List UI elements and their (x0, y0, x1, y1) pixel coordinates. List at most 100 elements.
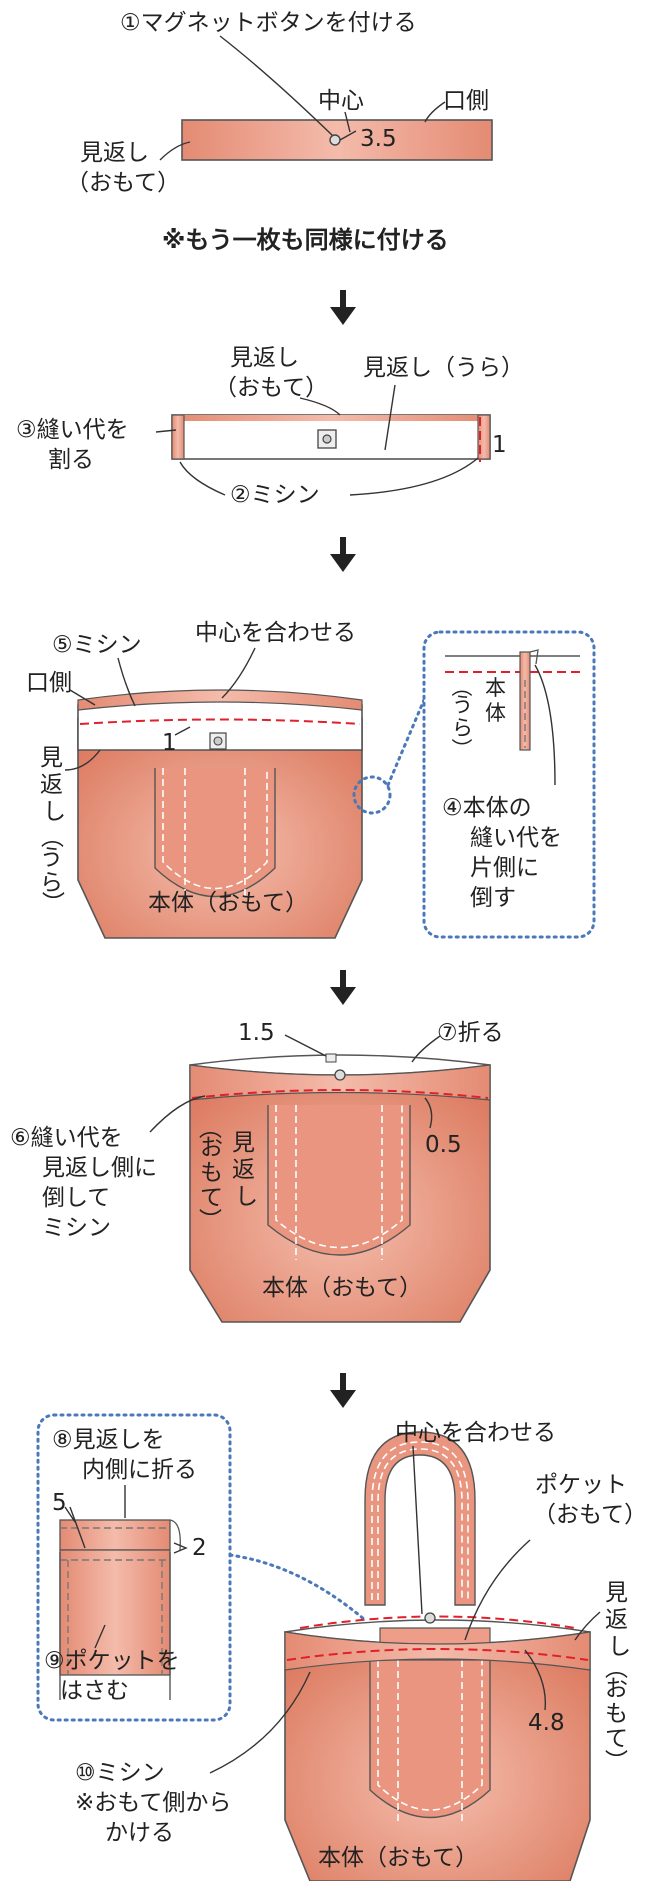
omote-vertical-label: （ お も て ） (196, 1116, 223, 1231)
center-label: 中心 (318, 88, 364, 114)
svg-text:も: も (605, 1701, 628, 1727)
handle-seam-outer (371, 1441, 469, 1600)
measure-0-5: 0.5 (425, 1132, 462, 1158)
svg-text:見: 見 (232, 1130, 255, 1156)
stitch-line (191, 1089, 489, 1099)
zoom-connector (228, 1553, 367, 1622)
fold-label: ⑦折る (437, 1020, 504, 1046)
pocket-label-2: はさむ (60, 1678, 129, 1704)
leader-facing (64, 749, 101, 771)
magnet-button-icon (334, 1069, 346, 1081)
facing-loop-edge (172, 415, 490, 421)
sew-label-2: ※おもて側から (75, 1790, 231, 1816)
leader-align (221, 647, 256, 699)
stitch-line (79, 718, 361, 725)
svg-text:う: う (452, 693, 473, 717)
measure-1-5: 1.5 (238, 1020, 275, 1046)
split-label-1: ③縫い代を (16, 417, 129, 443)
facing-front-label-1: 見返し (230, 345, 299, 371)
split-label-2: 割る (48, 447, 94, 473)
magnet-button-icon (322, 434, 332, 444)
leader-sew (209, 1671, 311, 1774)
svg-text:し: し (43, 799, 66, 825)
inset-measure-2: 2 (192, 1535, 207, 1561)
step3-group: ⑤ミシン 中心を合わせる 口側 1 見 返 し （ う ら ） 本体（おもて） … (26, 620, 596, 939)
step1-title: ①マグネットボタンを付ける (120, 10, 417, 36)
sew-label: ②ミシン (230, 482, 320, 508)
step4-note-line-1: ⑥縫い代を (10, 1125, 123, 1151)
inset-body-vertical-label: 本 体 (485, 676, 506, 725)
svg-text:）: ） (39, 891, 65, 914)
svg-text:（: （ (602, 1656, 628, 1679)
magnet-button-icon (213, 736, 223, 746)
inset-note-line-4: 倒す (470, 885, 516, 911)
step4-group: 1.5 ⑦折る 0.5 ⑥縫い代を 見返し側に 倒して ミシン 見 返 し （ … (10, 1020, 504, 1323)
leader-fold (411, 1035, 441, 1063)
svg-text:も: も (200, 1160, 223, 1186)
leader-mouth (69, 689, 96, 706)
align-label: 中心を合わせる (195, 620, 356, 646)
leader-facing (159, 141, 191, 161)
magnet-button-icon (329, 134, 341, 146)
svg-text:）: ） (602, 1749, 628, 1772)
leader-facing (574, 1611, 601, 1641)
stitch-line-upper (299, 1615, 576, 1629)
leader-center (344, 111, 351, 133)
handle-pocket (154, 768, 276, 898)
svg-text:）: ） (196, 1208, 222, 1231)
leader-pocket (94, 1624, 106, 1649)
leader-5 (64, 1506, 86, 1549)
measure-1: 1 (492, 432, 507, 458)
svg-text:見: 見 (605, 1580, 628, 1606)
inset-title-2: 内側に折る (82, 1457, 197, 1483)
svg-text:見: 見 (40, 745, 63, 771)
svg-text:）: ） (449, 738, 473, 759)
measure-1: 1 (162, 730, 177, 756)
down-arrow-icon (330, 537, 356, 572)
svg-text:お: お (605, 1676, 628, 1702)
body-label: 本体（おもて） (318, 1845, 478, 1871)
leader-step1-title (219, 35, 334, 137)
svg-text:返: 返 (40, 772, 63, 798)
leader-note (149, 1095, 206, 1133)
down-arrow-icon (330, 970, 356, 1005)
step4-note-line-3: 倒して (42, 1185, 110, 1211)
handle-pocket (369, 1660, 491, 1819)
inset-folded-facing (59, 1519, 171, 1551)
leader-measure-side (424, 1097, 433, 1129)
inset-seam-allowance (519, 651, 531, 751)
copy-note: ※もう一枚も同様に付ける (162, 226, 449, 254)
svg-text:返: 返 (605, 1607, 628, 1633)
leader-inset (534, 664, 556, 786)
facing-label-1: 見返し (80, 140, 149, 166)
facing-vertical-label: 見 返 し (232, 1130, 258, 1210)
pocket-seam (162, 768, 268, 890)
leader-align (412, 1445, 423, 1615)
svg-text:体: 体 (485, 701, 506, 725)
measure-2-bracket (173, 1542, 188, 1554)
leader-measure (524, 1649, 547, 1711)
pocket-seam (275, 1105, 403, 1249)
step4-note-line-4: ミシン (42, 1215, 111, 1241)
svg-text:ら: ら (452, 716, 473, 740)
step1-group: ①マグネットボタンを付ける 中心 口側 3.5 見返し （おもて） ※もう一枚も… (66, 10, 493, 254)
measure-4-8: 4.8 (528, 1710, 565, 1736)
svg-text:て: て (605, 1726, 628, 1752)
bag-handle (364, 1431, 476, 1606)
leader-sew (117, 657, 136, 707)
inset-panel (422, 630, 596, 939)
leader-sew-left (179, 461, 226, 496)
zoom-circle (352, 775, 392, 815)
inset-note-line-3: 片側に (470, 855, 539, 881)
sew-label-3: かける (105, 1820, 174, 1846)
mouth-side-label: 口側 (443, 88, 489, 114)
leader-mouth (424, 101, 446, 123)
body-label: 本体（おもて） (262, 1275, 422, 1301)
measure-3-5: 3.5 (360, 126, 397, 152)
sew-label: ⑤ミシン (52, 632, 142, 658)
leader-measure-top (284, 1034, 327, 1057)
down-arrow-icon (330, 1373, 356, 1408)
zoom-connector (386, 698, 426, 787)
svg-text:し: し (235, 1184, 258, 1210)
